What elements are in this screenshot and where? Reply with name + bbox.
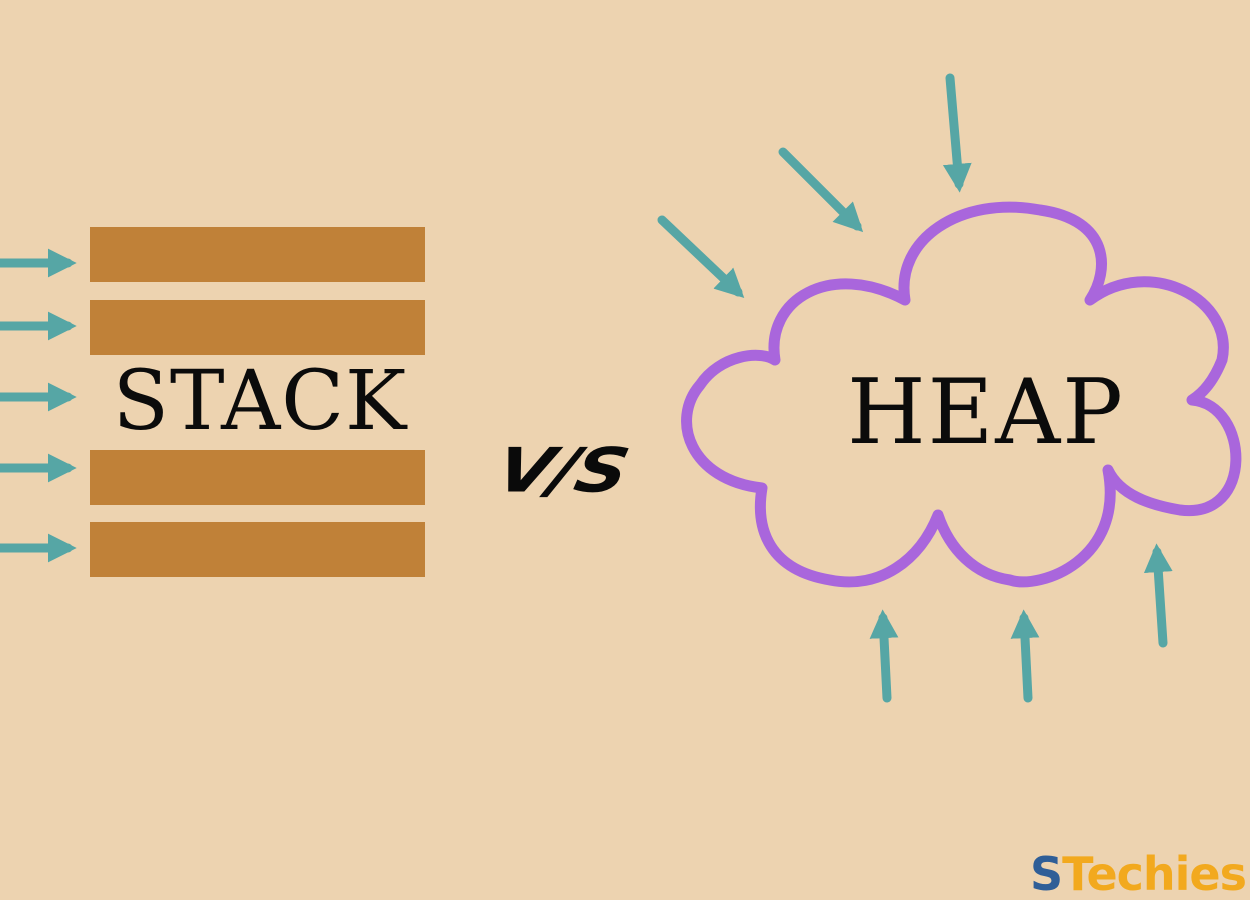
heap-arrow-2 [778,147,864,233]
heap-arrow-3 [942,73,972,193]
stack-block-2 [90,300,425,355]
stack-block-3 [90,450,425,505]
stack-blocks [90,227,425,577]
heap-arrow-6 [1143,543,1173,648]
heap-label: HEAP [847,360,1125,465]
heap-arrow-1 [657,215,745,298]
stechies-logo: STechies [1030,847,1247,900]
logo-letter-s: S [1030,847,1063,900]
heap-arrows [657,73,1173,703]
heap-arrow-5 [1010,609,1040,703]
stack-block-1 [90,227,425,282]
versus-label: V/S [490,434,634,506]
stack-arrows [0,248,77,563]
stack-label: STACK [112,354,408,449]
heap-arrow-4 [869,609,899,703]
stack-block-4 [90,522,425,577]
heap-cloud [681,201,1242,588]
logo-word-techies: Techies [1062,847,1247,900]
